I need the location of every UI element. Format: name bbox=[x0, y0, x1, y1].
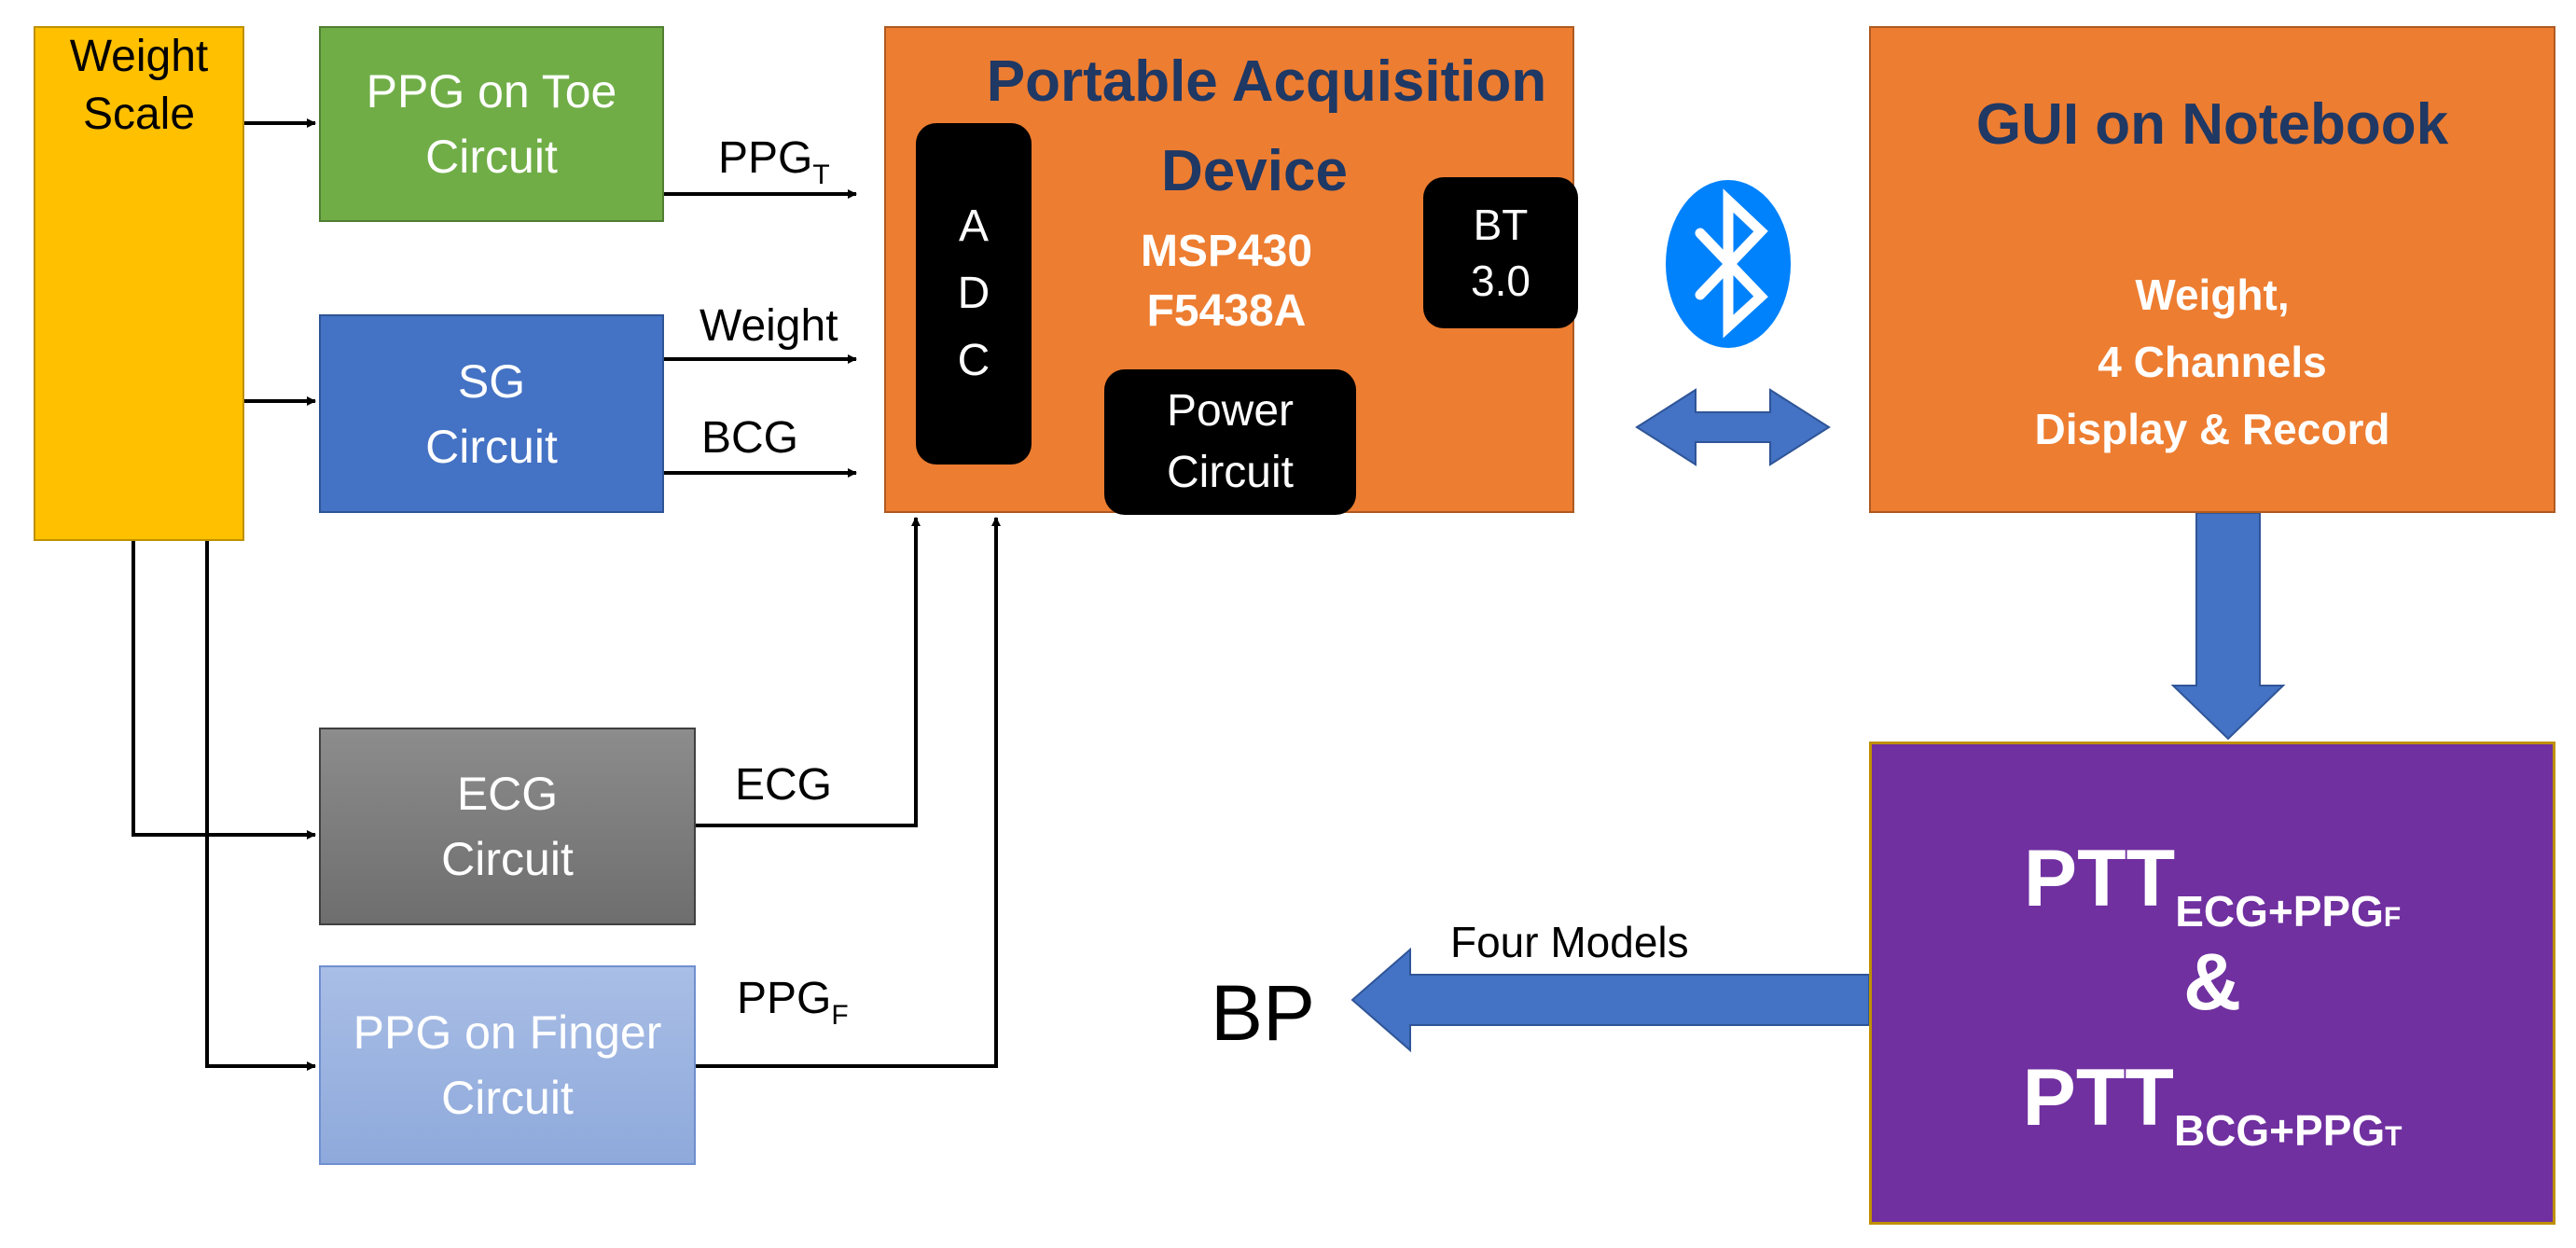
acquisition-title-2: Device bbox=[1161, 139, 1348, 203]
ppg-f-sub: F bbox=[831, 1000, 849, 1031]
ptt-sub-2b: T bbox=[2385, 1121, 2403, 1152]
ptt-sub-2a: BCG+PPG bbox=[2173, 1106, 2386, 1155]
sg-circuit-box: SG Circuit bbox=[319, 314, 664, 513]
mcu-label-2: F5438A bbox=[1146, 286, 1307, 336]
ptt-sub-1b: F bbox=[2383, 902, 2402, 933]
bp-label: BP bbox=[1211, 969, 1316, 1057]
weight-scale-label-2: Scale bbox=[82, 90, 196, 139]
ecg-circuit-box: ECG Circuit bbox=[319, 728, 696, 925]
ppg-finger-circuit-box: PPG on Finger Circuit bbox=[319, 965, 696, 1165]
adc-letter-c: C bbox=[957, 336, 990, 385]
ppg-t-signal-label: PPGT bbox=[718, 132, 830, 201]
gui-line-2: 4 Channels bbox=[2098, 338, 2327, 386]
adc-block: A D C bbox=[916, 123, 1032, 465]
ecg-signal-label: ECG bbox=[735, 760, 833, 810]
adc-letter-a: A bbox=[958, 201, 989, 251]
gui-to-ptt-arrow bbox=[2170, 512, 2286, 741]
ppg-f-base: PPG bbox=[737, 974, 832, 1023]
ptt-ecg-ppgf: PTTECG+PPGF bbox=[1872, 833, 2553, 936]
bt-label-1: BT bbox=[1473, 201, 1529, 249]
mcu-label-1: MSP430 bbox=[1140, 227, 1313, 276]
ptt-box: PTTECG+PPGF & PTTBCG+PPGT bbox=[1869, 742, 2555, 1225]
body-to-ppg-finger-wire bbox=[205, 373, 316, 1071]
ptt-sub-1a: ECG+PPG bbox=[2175, 887, 2384, 936]
bt-label-2: 3.0 bbox=[1471, 257, 1530, 305]
gui-line-3: Display & Record bbox=[2034, 405, 2390, 453]
ppg-f-signal-arrow bbox=[658, 517, 1001, 1068]
ptt-ampersand: & bbox=[2182, 937, 2242, 1027]
bluetooth-icon bbox=[1666, 180, 1791, 348]
sg-label-1: SG bbox=[457, 354, 526, 408]
gui-notebook-box: GUI on Notebook Weight, 4 Channels Displ… bbox=[1869, 26, 2555, 513]
bcg-signal-label: BCG bbox=[701, 413, 799, 463]
adc-letter-d: D bbox=[957, 269, 990, 318]
ecg-label-1: ECG bbox=[456, 768, 559, 820]
ptt-bcg-ppgt: PTTBCG+PPGT bbox=[1872, 1052, 2553, 1155]
ppg-t-sub: T bbox=[812, 159, 830, 190]
ppg-toe-label-1: PPG on Toe bbox=[366, 65, 617, 118]
ptt-base-1: PTT bbox=[2023, 834, 2176, 923]
power-label-2: Circuit bbox=[1166, 448, 1294, 497]
ppg-toe-label-2: Circuit bbox=[425, 131, 558, 183]
ptt-base-2: PTT bbox=[2022, 1053, 2174, 1143]
ppg-toe-circuit-box: PPG on Toe Circuit bbox=[319, 26, 664, 222]
bidirectional-arrow bbox=[1635, 388, 1831, 466]
ppg-t-base: PPG bbox=[718, 133, 813, 183]
weight-scale-box: Weight Scale bbox=[34, 26, 244, 541]
ecg-signal-arrow bbox=[696, 517, 921, 827]
power-label-1: Power bbox=[1166, 386, 1295, 436]
ecg-label-2: Circuit bbox=[441, 833, 574, 885]
bt-module-block: BT 3.0 bbox=[1423, 177, 1578, 328]
ppg-f-signal-label: PPGF bbox=[737, 973, 849, 1042]
weight-scale-label-1: Weight bbox=[69, 32, 209, 81]
gui-title: GUI on Notebook bbox=[1975, 92, 2449, 157]
weight-signal-label: Weight bbox=[699, 301, 838, 351]
acquisition-title-1: Portable Acquisition bbox=[986, 49, 1547, 114]
sg-label-2: Circuit bbox=[425, 420, 558, 473]
ptt-to-bp-arrow bbox=[1350, 947, 1870, 1053]
power-circuit-block: Power Circuit bbox=[1104, 369, 1356, 515]
four-models-label: Four Models bbox=[1450, 918, 1689, 966]
ppg-finger-label-1: PPG on Finger bbox=[353, 1006, 662, 1059]
ppg-finger-label-2: Circuit bbox=[441, 1072, 574, 1124]
gui-line-1: Weight, bbox=[2135, 270, 2290, 319]
